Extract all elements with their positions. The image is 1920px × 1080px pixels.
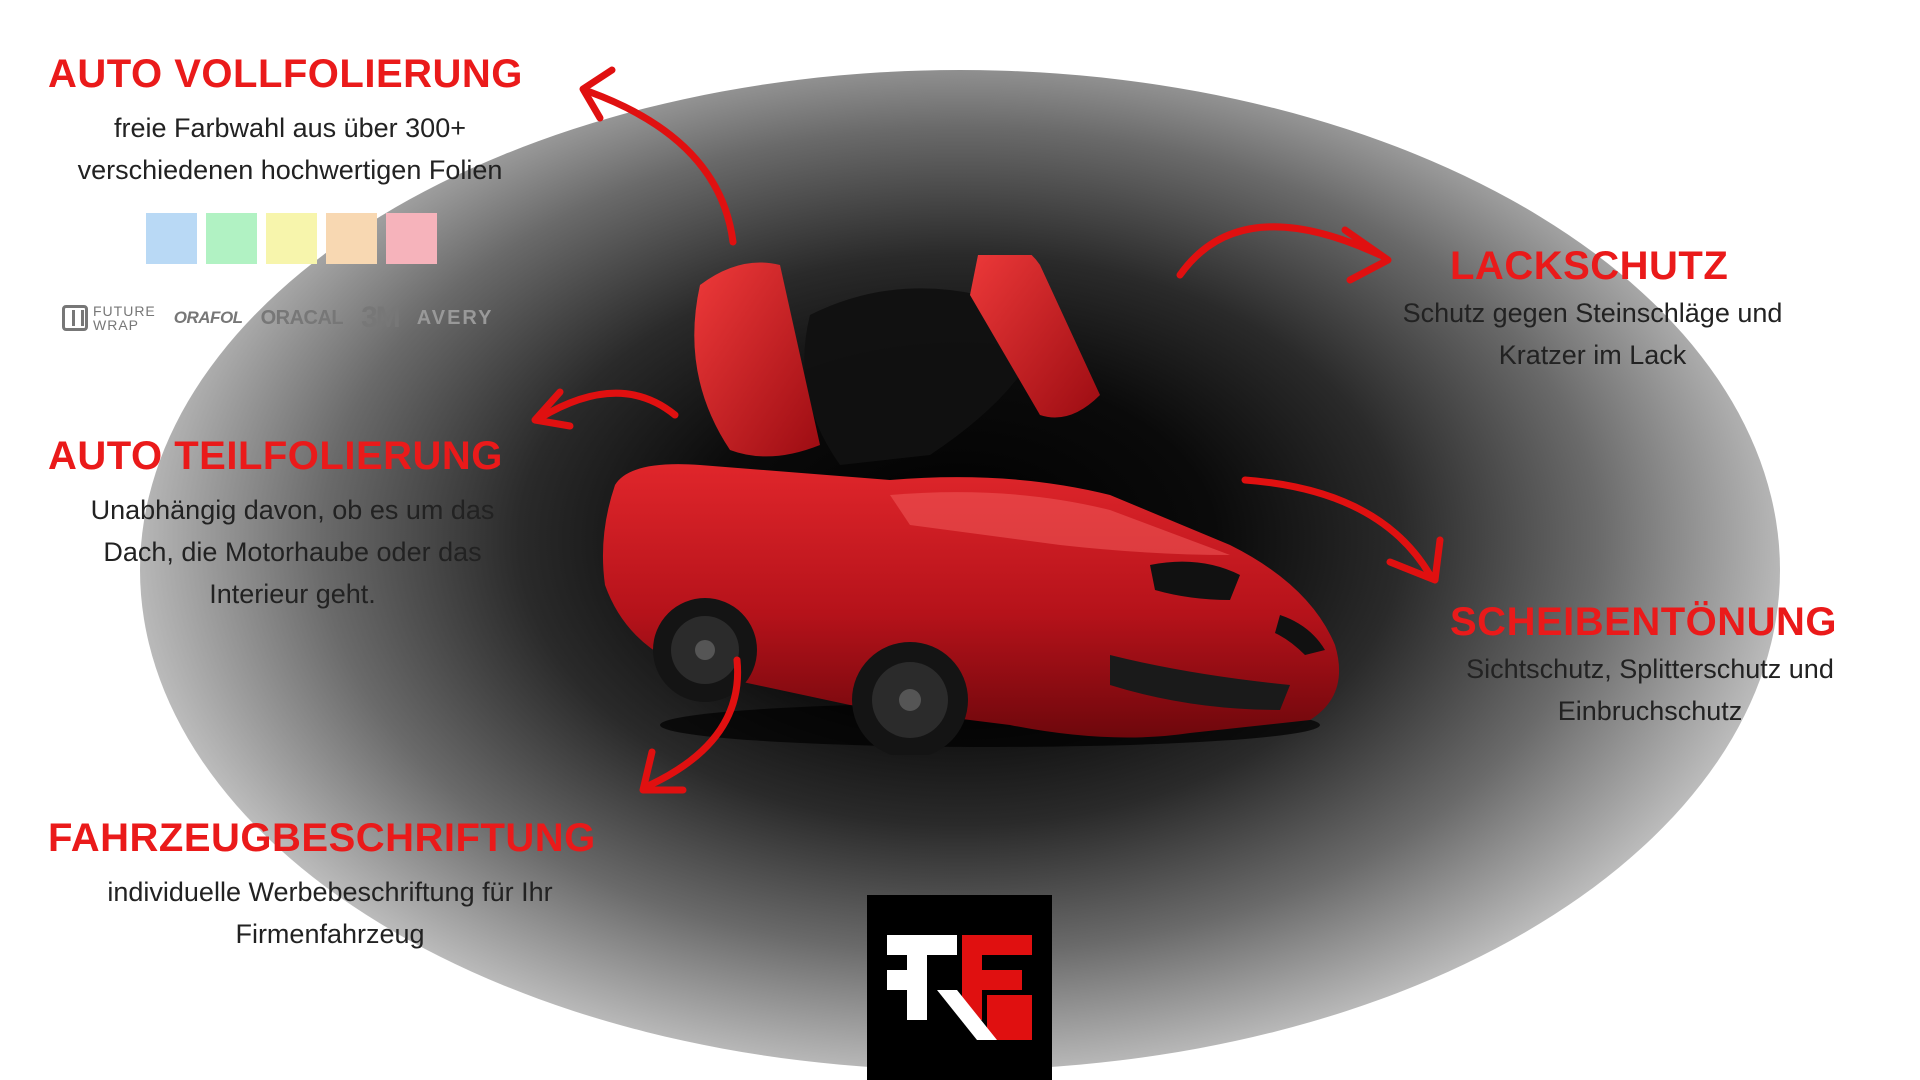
fe-logo-icon [887, 935, 1032, 1040]
scheibentoenung-line-1: Sichtschutz, Splitterschutz und [1466, 654, 1834, 684]
vollfolierung-line-2: verschiedenen hochwertigen Folien [77, 155, 503, 185]
brand-logos: FUTURE WRAP ORAFOL ORACAL 3M AVERY [62, 298, 532, 338]
future-wrap-line-1: FUTURE [93, 303, 156, 319]
swatch-yellow [266, 213, 317, 264]
teilfolierung-line-3: Interieur geht. [209, 579, 376, 609]
teilfolierung-title: AUTO TEILFOLIERUNG [48, 434, 503, 478]
arrow-head-vollfolierung [579, 66, 616, 122]
beschriftung-title: FAHRZEUGBESCHRIFTUNG [48, 816, 596, 860]
scheibentoenung-description: Sichtschutz, Splitterschutz und Einbruch… [1430, 648, 1870, 732]
teilfolierung-line-2: Dach, die Motorhaube oder das [103, 537, 482, 567]
vollfolierung-title: AUTO VOLLFOLIERUNG [48, 52, 523, 96]
teilfolierung-description: Unabhängig davon, ob es um das Dach, die… [50, 489, 535, 615]
brand-3m: 3M [361, 301, 401, 334]
vollfolierung-description: freie Farbwahl aus über 300+ verschieden… [50, 107, 530, 191]
brand-avery: AVERY [416, 306, 494, 329]
swatch-blue [146, 213, 197, 264]
color-swatches [146, 213, 437, 264]
beschriftung-line-2: Firmenfahrzeug [235, 919, 425, 949]
brand-oracal: ORACAL [260, 306, 344, 329]
future-wrap-line-2: WRAP [93, 317, 139, 333]
scheibentoenung-title: SCHEIBENTÖNUNG [1450, 600, 1838, 644]
brand-future-wrap: FUTURE WRAP [62, 304, 156, 332]
brand-logo [867, 895, 1052, 1080]
future-wrap-icon [62, 305, 88, 331]
lackschutz-line-2: Kratzer im Lack [1498, 340, 1687, 370]
brand-orafol: ORAFOL [173, 308, 243, 327]
car-image [602, 255, 1340, 755]
swatch-pink [386, 213, 437, 264]
beschriftung-line-1: individuelle Werbebeschriftung für Ihr [107, 877, 553, 907]
swatch-orange [326, 213, 377, 264]
lackschutz-line-1: Schutz gegen Steinschläge und [1402, 298, 1783, 328]
scheibentoenung-line-2: Einbruchschutz [1557, 696, 1743, 726]
lackschutz-description: Schutz gegen Steinschläge und Kratzer im… [1370, 292, 1815, 376]
teilfolierung-line-1: Unabhängig davon, ob es um das [90, 495, 495, 525]
vollfolierung-line-1: freie Farbwahl aus über 300+ [114, 113, 466, 143]
lackschutz-title: LACKSCHUTZ [1450, 244, 1729, 288]
beschriftung-description: individuelle Werbebeschriftung für Ihr F… [70, 871, 590, 955]
swatch-green [206, 213, 257, 264]
